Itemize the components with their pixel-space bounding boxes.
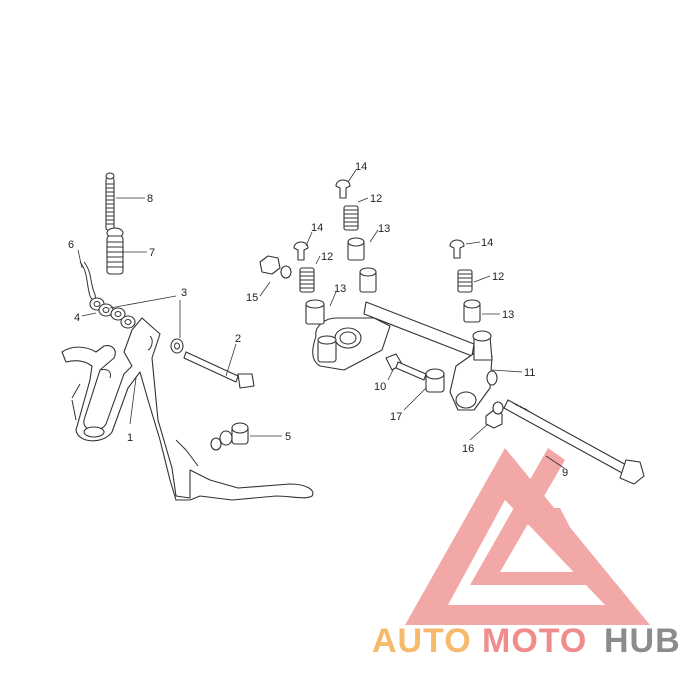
callout-12-b: 12 [321, 251, 333, 263]
callout-14-a: 14 [355, 161, 367, 173]
part-15-nut [259, 255, 292, 279]
watermark-logo [405, 448, 650, 625]
part-3-washer [170, 338, 184, 354]
callout-11: 11 [524, 367, 535, 379]
part-17-spacer [425, 368, 445, 393]
callout-14-b: 14 [311, 222, 323, 234]
callout-12-a: 12 [370, 193, 382, 205]
part-12-springs [299, 205, 473, 293]
callout-labels: 8 7 6 4 3 1 2 5 9 10 11 12 12 12 13 13 1… [68, 161, 568, 479]
callout-9: 9 [562, 467, 568, 479]
part-10-bolt [385, 353, 427, 381]
part-14-bolts [293, 179, 465, 261]
part-4-washers [89, 297, 136, 329]
part-8-spring [105, 172, 115, 231]
part-5-bushing [210, 422, 249, 451]
part-16-nut [485, 401, 504, 429]
callout-8: 8 [147, 193, 153, 205]
callout-13-b: 13 [334, 283, 346, 295]
callout-12-c: 12 [492, 271, 504, 283]
callout-13-a: 13 [378, 223, 390, 235]
leader-lines [77, 169, 565, 469]
callout-5: 5 [285, 431, 291, 443]
callout-16: 16 [462, 443, 474, 455]
watermark-text: AUTO MOTO HUB [372, 622, 681, 660]
part-13-bushings [305, 237, 481, 363]
part-1-stand [61, 317, 314, 501]
part-9-long-bolt [503, 399, 645, 485]
watermark-word-2: MOTO [482, 622, 587, 660]
callout-15: 15 [246, 292, 258, 304]
callout-7: 7 [149, 247, 155, 259]
callout-1: 1 [127, 432, 133, 444]
callout-6: 6 [68, 239, 74, 251]
watermark-word-3: HUB [604, 622, 681, 660]
logo-triangle-outer [405, 448, 650, 625]
callout-3: 3 [181, 287, 187, 299]
callout-10: 10 [374, 381, 386, 393]
callout-17: 17 [390, 411, 402, 423]
part-7-spring [106, 227, 124, 275]
watermark-word-1: AUTO [372, 622, 472, 660]
part-2-rod [183, 351, 255, 389]
callout-4: 4 [74, 312, 80, 324]
logo-inner-mark [470, 448, 600, 585]
callout-13-c: 13 [502, 309, 514, 321]
callout-14-c: 14 [481, 237, 493, 249]
callout-2: 2 [235, 333, 241, 345]
